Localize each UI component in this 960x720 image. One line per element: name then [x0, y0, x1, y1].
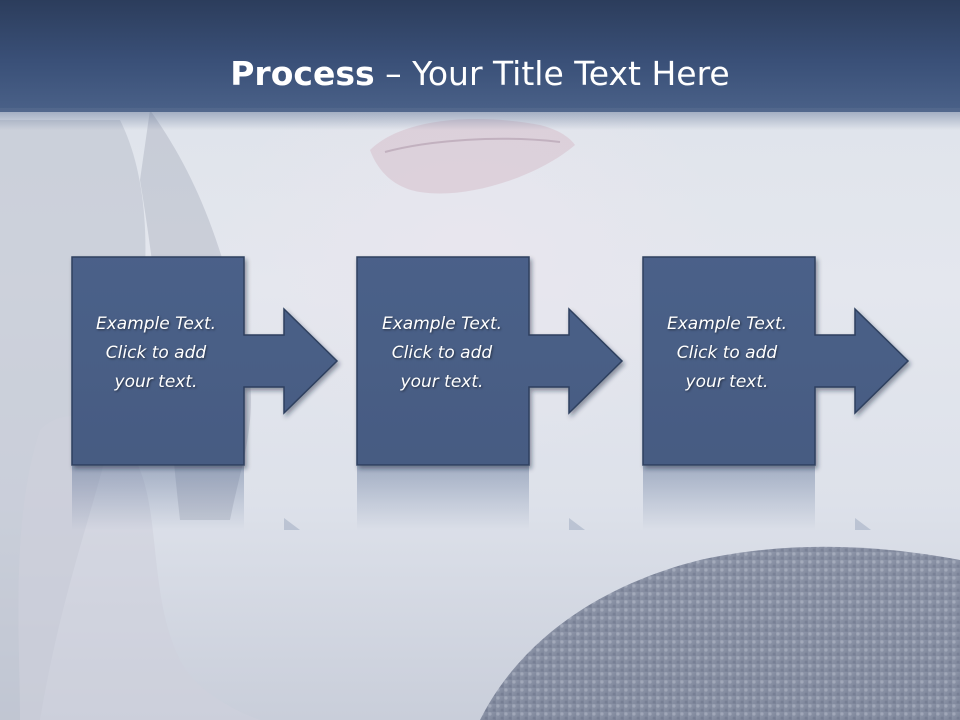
title-bold: Process — [230, 54, 375, 93]
step-1-reflection-arrowhead — [284, 518, 300, 530]
title-bar-fade — [0, 108, 960, 130]
title-rest: – Your Title Text Here — [374, 54, 730, 93]
process-step-2[interactable] — [356, 256, 624, 530]
process-step-1[interactable] — [71, 256, 339, 530]
step-2-reflection — [357, 466, 529, 530]
step-3-arrow-box — [642, 256, 910, 466]
step-2-text[interactable]: Example Text. Click to add your text. — [381, 314, 503, 392]
process-step-3[interactable] — [642, 256, 910, 530]
page-title[interactable]: Process – Your Title Text Here — [0, 52, 960, 96]
step-1-text[interactable]: Example Text. Click to add your text. — [95, 314, 217, 392]
step-3-reflection — [643, 466, 815, 530]
title-bar — [0, 0, 960, 112]
step-2-reflection-arrowhead — [569, 518, 585, 530]
step-3-text[interactable]: Example Text. Click to add your text. — [666, 314, 788, 392]
step-2-arrow-box — [356, 256, 624, 466]
step-3-reflection-arrowhead — [855, 518, 871, 530]
step-1-reflection — [72, 466, 244, 530]
step-1-arrow-box — [71, 256, 339, 466]
